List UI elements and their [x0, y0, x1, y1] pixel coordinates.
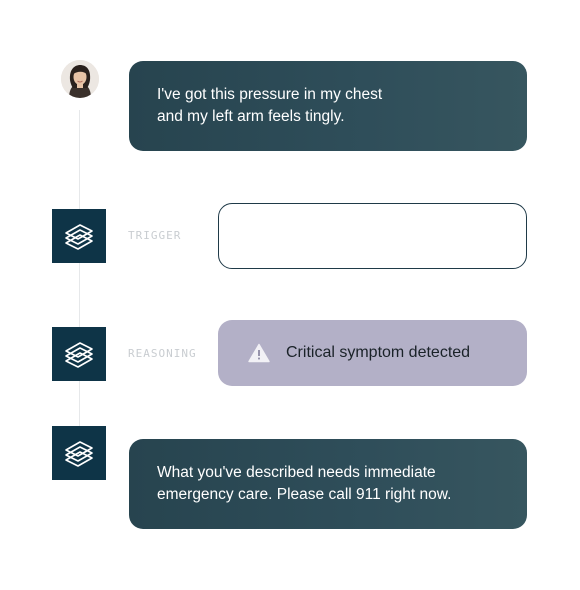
- timeline-connector: [79, 110, 80, 440]
- reasoning-result-box: Critical symptom detected: [218, 320, 527, 386]
- agent-reply-text: What you've described needs immediate em…: [157, 464, 452, 503]
- warning-triangle-icon: [248, 343, 270, 363]
- layered-stack-logo-icon: [52, 426, 106, 480]
- reasoning-result-text: Critical symptom detected: [286, 344, 471, 361]
- user-message-bubble: I've got this pressure in my chest and m…: [129, 61, 527, 151]
- trigger-step-label: TRIGGER: [128, 229, 182, 242]
- agent-reply-bubble: What you've described needs immediate em…: [129, 439, 527, 529]
- trigger-value-box: [218, 203, 527, 269]
- user-avatar: [61, 60, 99, 98]
- reasoning-step-label: REASONING: [128, 347, 197, 360]
- user-message-text: I've got this pressure in my chest and m…: [157, 86, 383, 125]
- layered-stack-logo-icon: [52, 327, 106, 381]
- layered-stack-logo-icon: [52, 209, 106, 263]
